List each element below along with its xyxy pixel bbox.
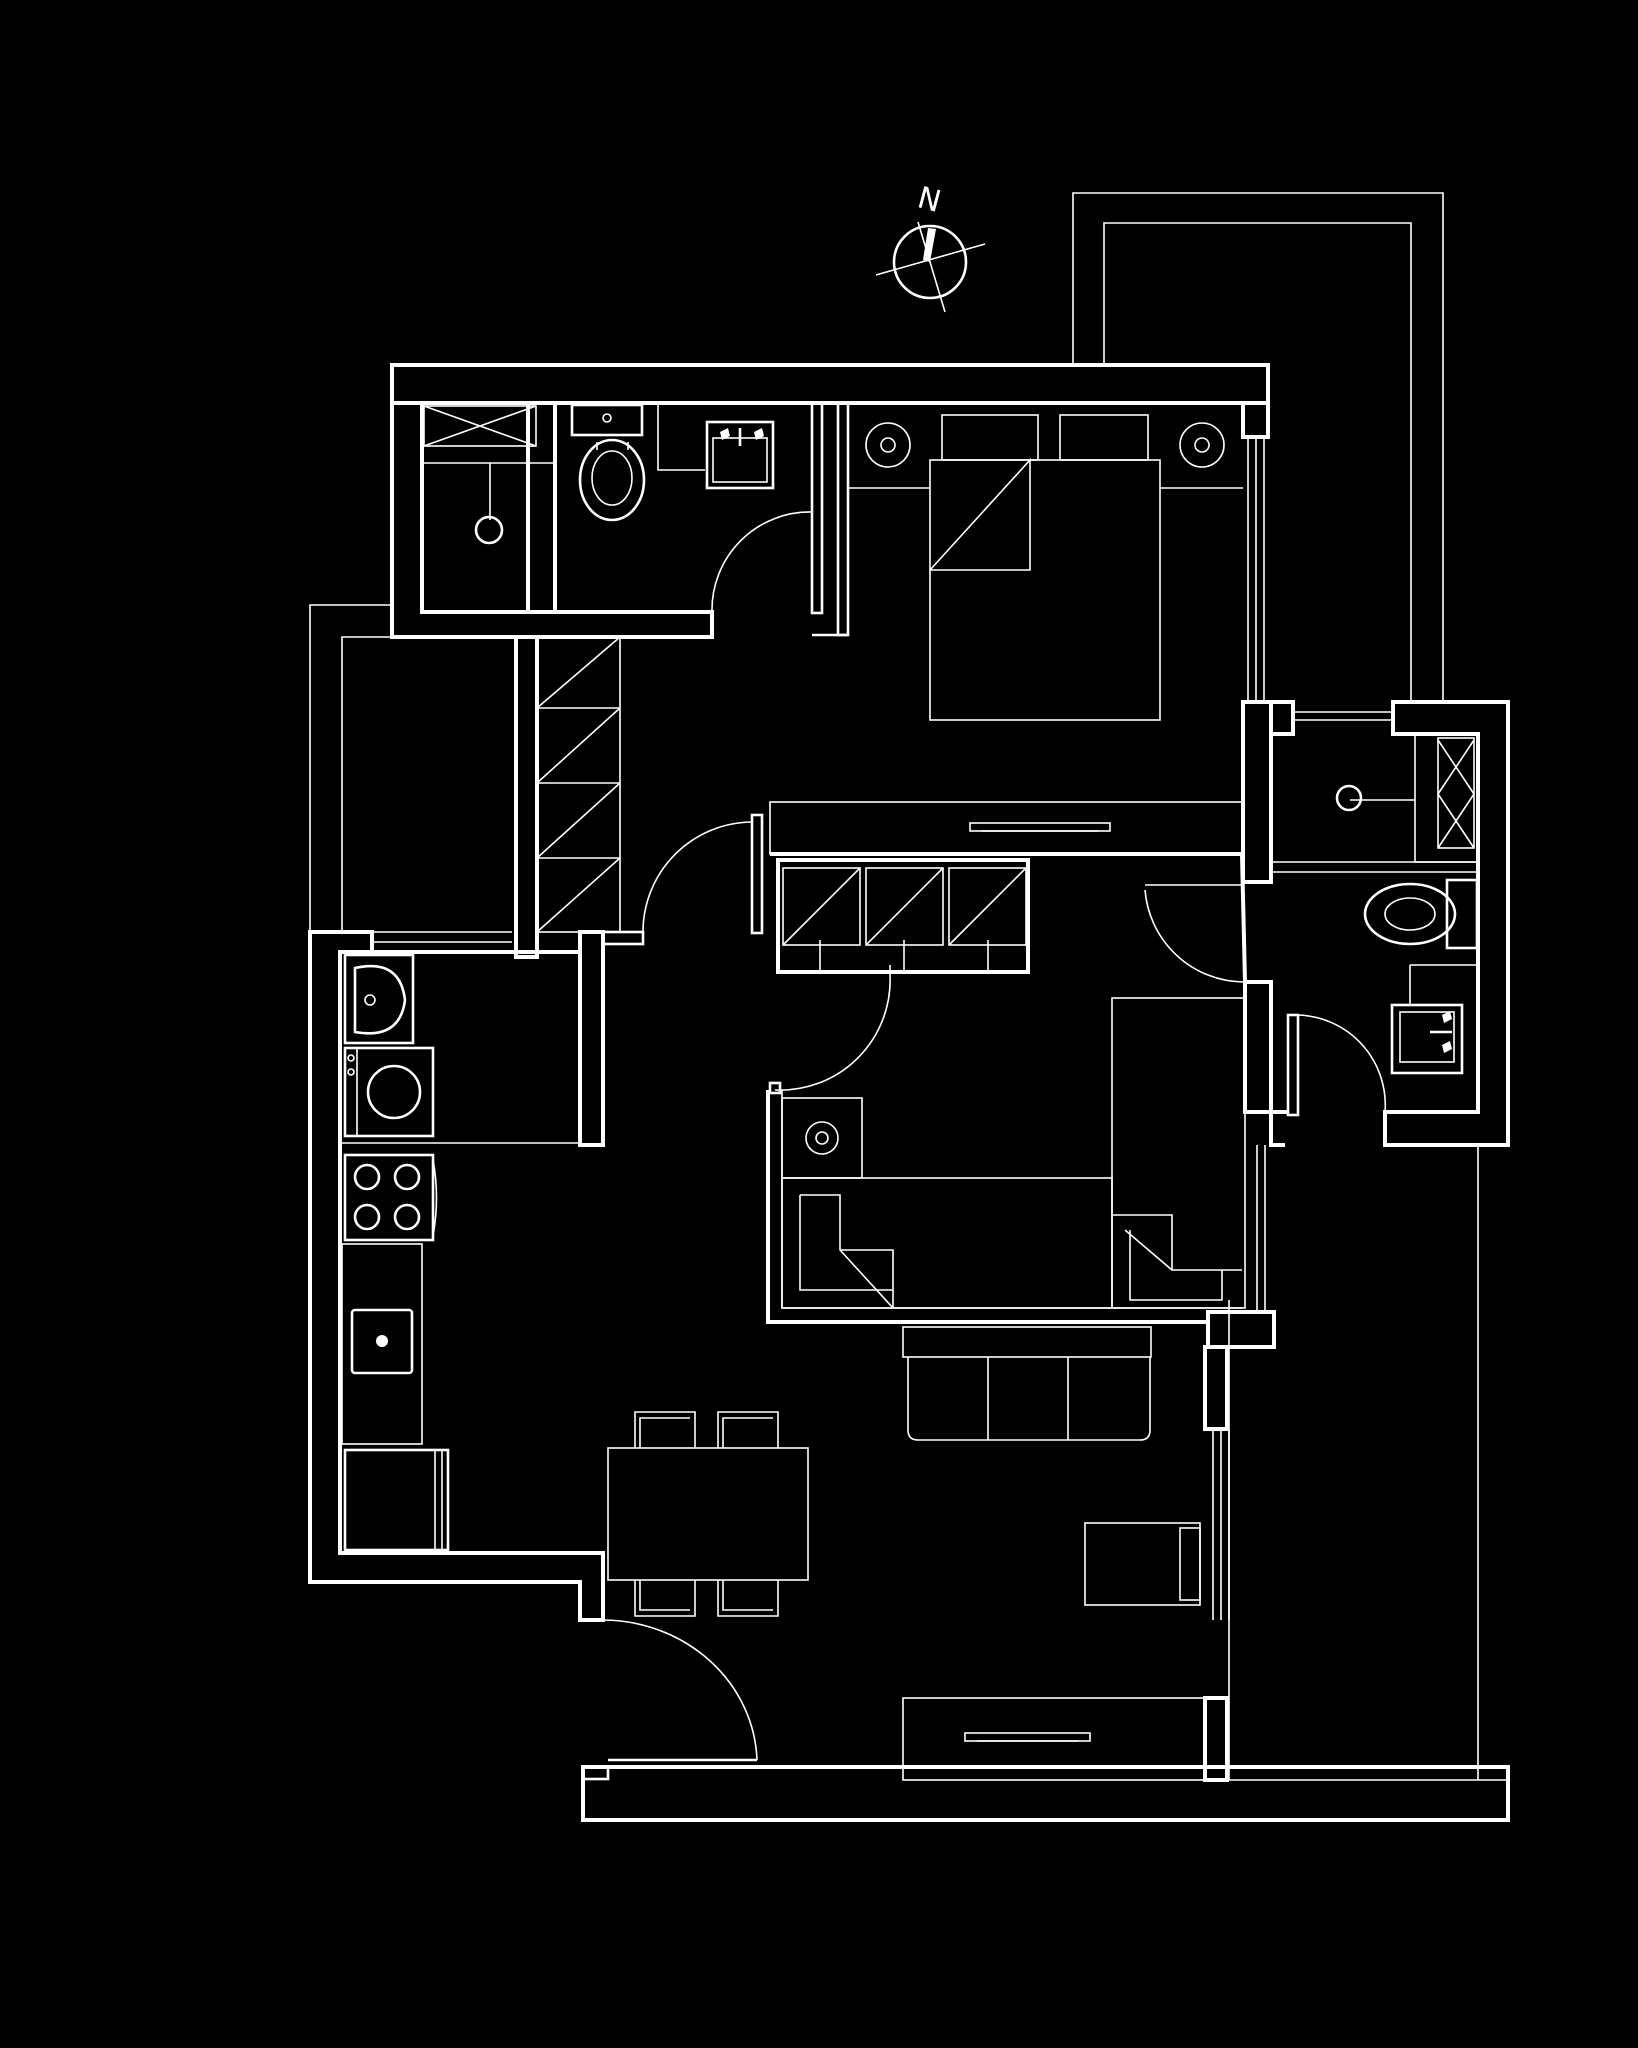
living-room bbox=[902, 1326, 1230, 1782]
north-arrow-icon: N bbox=[875, 180, 986, 313]
bedroom bbox=[769, 401, 1270, 855]
structural-lines bbox=[1240, 853, 1288, 1114]
compass-label: N bbox=[914, 180, 945, 220]
balcony-left bbox=[309, 604, 512, 943]
guest-bathroom bbox=[1144, 700, 1510, 1147]
balcony-top bbox=[1072, 192, 1444, 702]
entrance bbox=[581, 1619, 1510, 1822]
second-bedroom bbox=[766, 858, 1285, 1349]
dining-area bbox=[607, 1411, 809, 1617]
corridor bbox=[514, 635, 1273, 959]
master-bathroom bbox=[390, 363, 1270, 639]
balcony-right bbox=[1228, 1145, 1479, 1780]
kitchen bbox=[308, 930, 605, 1622]
